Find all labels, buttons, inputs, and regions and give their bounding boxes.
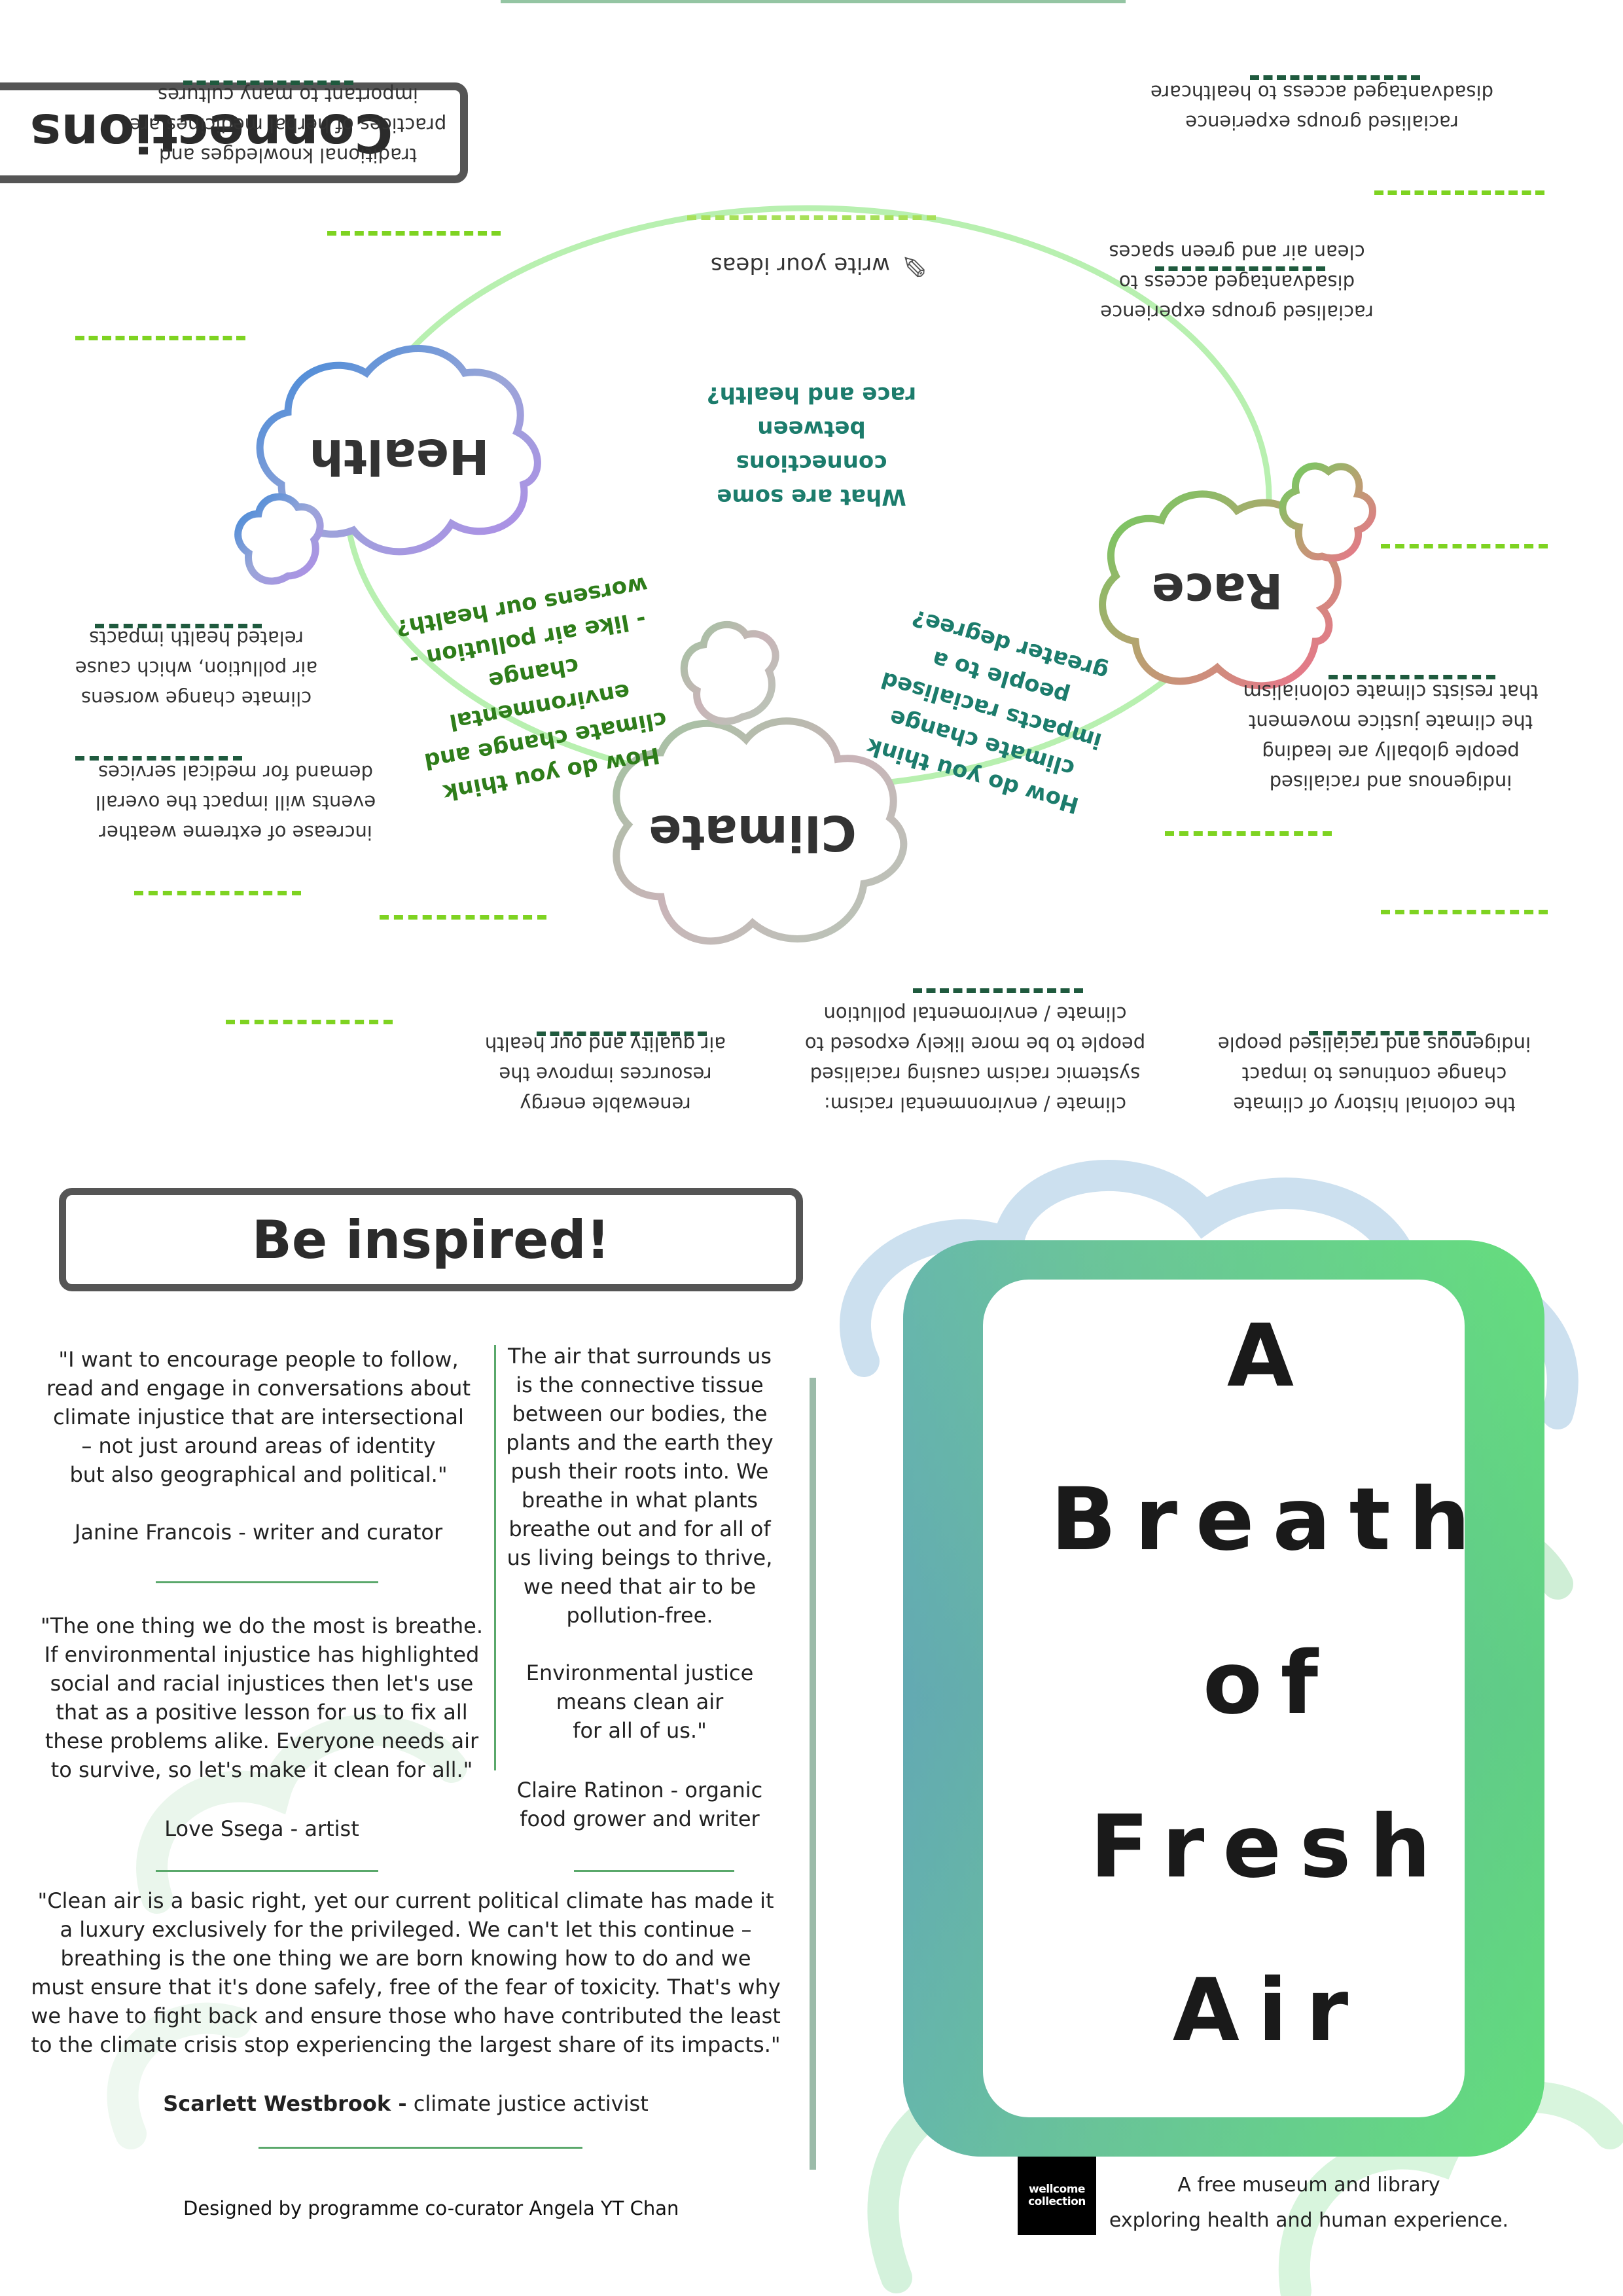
author-love-ssega: Love Ssega - artist <box>164 1816 359 1841</box>
quote-separator <box>156 1870 378 1872</box>
designer-credit: Designed by programme co-curator Angela … <box>183 2197 679 2219</box>
note-underline <box>1329 675 1495 679</box>
poster-word-air: Air <box>1172 1960 1367 2061</box>
connections-worksheet: Connections ✎ write your ideas <box>0 0 1548 1115</box>
note-underline <box>95 624 262 628</box>
note-underline <box>134 891 301 895</box>
note-underline <box>327 231 501 236</box>
note-underline <box>75 756 242 761</box>
quote-love-ssega: "The one thing we do the most is breathe… <box>40 1613 483 1782</box>
note-underline <box>1381 544 1548 548</box>
note-underline <box>1374 190 1544 195</box>
note-underline <box>380 915 546 920</box>
climate-cloud <box>613 621 908 945</box>
quote-separator <box>259 2147 582 2149</box>
poster-word-breath: Breath <box>1050 1469 1489 1570</box>
section-rule <box>810 1378 816 2170</box>
bg-cloud-faint-2 <box>107 2002 251 2149</box>
author-scarlett-westbrook: Scarlett Westbrook - climate justice act… <box>163 2091 649 2116</box>
poster-word-of: of <box>1202 1633 1337 1734</box>
quote-separator <box>156 1581 378 1583</box>
note-underline <box>913 988 1083 993</box>
bg-cloud-faint <box>136 1714 467 1914</box>
health-cloud-label: Health <box>309 428 490 484</box>
poster-word-fresh: Fresh <box>1090 1797 1450 1897</box>
note-underline <box>1155 266 1325 271</box>
poster-frame <box>903 1240 1544 2157</box>
bg-cloud-green-3 <box>1278 2081 1623 2296</box>
note-underline <box>1381 910 1548 914</box>
climate-cloud-label: Climate <box>649 804 857 861</box>
note-systemic-racism: climate / environmental racism:systemic … <box>804 1003 1146 1115</box>
topic-clouds <box>234 345 1376 945</box>
note-underline <box>1165 831 1332 836</box>
be-inspired-title: Be inspired! <box>59 1188 803 1291</box>
race-cloud-label: Race <box>1151 562 1283 619</box>
column-rule <box>494 1345 496 1770</box>
note-underline <box>75 336 245 340</box>
author-janine-francois: Janine Francois - writer and curator <box>74 1520 443 1545</box>
note-underline <box>1309 1031 1476 1035</box>
quote-separator <box>574 1870 734 1872</box>
note-underline <box>226 1020 393 1024</box>
note-underline <box>1250 75 1420 80</box>
note-underline <box>183 81 353 85</box>
question-race-health: What are some connections between race a… <box>706 382 917 510</box>
quote-janine-francois: "I want to encourage people to follow,re… <box>46 1347 471 1487</box>
health-cloud <box>234 345 541 585</box>
poster-word-a: A <box>1226 1306 1313 1407</box>
race-cloud <box>1099 462 1376 690</box>
note-underline <box>537 1031 707 1036</box>
quote-scarlett-westbrook: "Clean air is a basic right, yet our cur… <box>31 1888 781 2057</box>
